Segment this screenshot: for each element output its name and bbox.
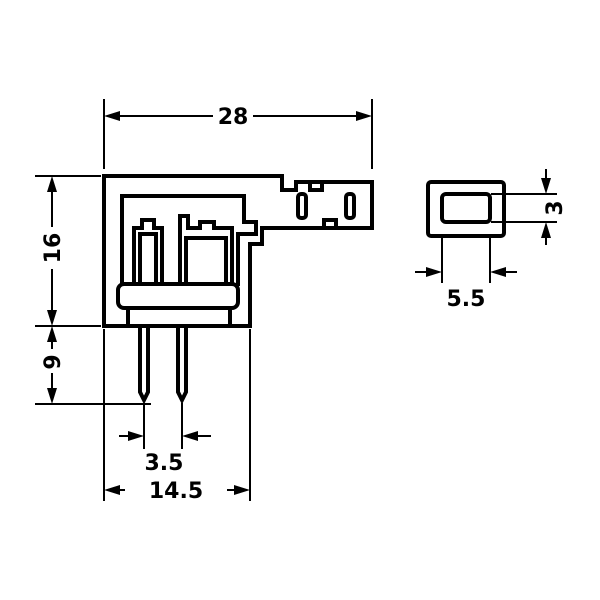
dimension-label-3-5: 3.5 — [145, 451, 184, 476]
body-inner-outline — [120, 194, 258, 286]
dimension-label-14-5: 14.5 — [149, 479, 203, 504]
dimension-profile-height: 3 — [491, 169, 568, 245]
contact-right-inner — [184, 236, 228, 286]
dimension-label-16: 16 — [41, 233, 66, 264]
dimension-label-5-5: 5.5 — [447, 287, 486, 312]
dimension-label-28: 28 — [218, 105, 249, 130]
contact-left-inner — [138, 232, 158, 286]
dimension-pin-length: 9 — [35, 326, 151, 405]
body-outline — [102, 174, 374, 328]
pin-left — [138, 324, 150, 405]
pin-right — [176, 324, 188, 405]
dimension-body-height: 16 — [35, 175, 101, 327]
flange-slot-right — [344, 192, 356, 220]
base-plate — [116, 282, 240, 310]
dimension-pin-pitch: 3.5 — [119, 403, 211, 476]
end-view-inner — [440, 192, 492, 224]
contact-right — [178, 214, 234, 286]
dimension-label-9: 9 — [41, 354, 66, 369]
contact-left — [132, 218, 164, 286]
dimension-overall-width: 28 — [103, 99, 373, 169]
flange-slot-left — [296, 192, 308, 220]
dimension-label-3: 3 — [543, 200, 568, 215]
connector-end-view — [426, 180, 506, 238]
flange-notch — [308, 180, 324, 192]
end-view-outer — [426, 180, 506, 238]
dimension-profile-width: 5.5 — [415, 237, 517, 312]
flange-notch-lower — [322, 218, 338, 230]
connector-body — [102, 174, 374, 405]
dimension-body-width: 14.5 — [103, 329, 251, 504]
